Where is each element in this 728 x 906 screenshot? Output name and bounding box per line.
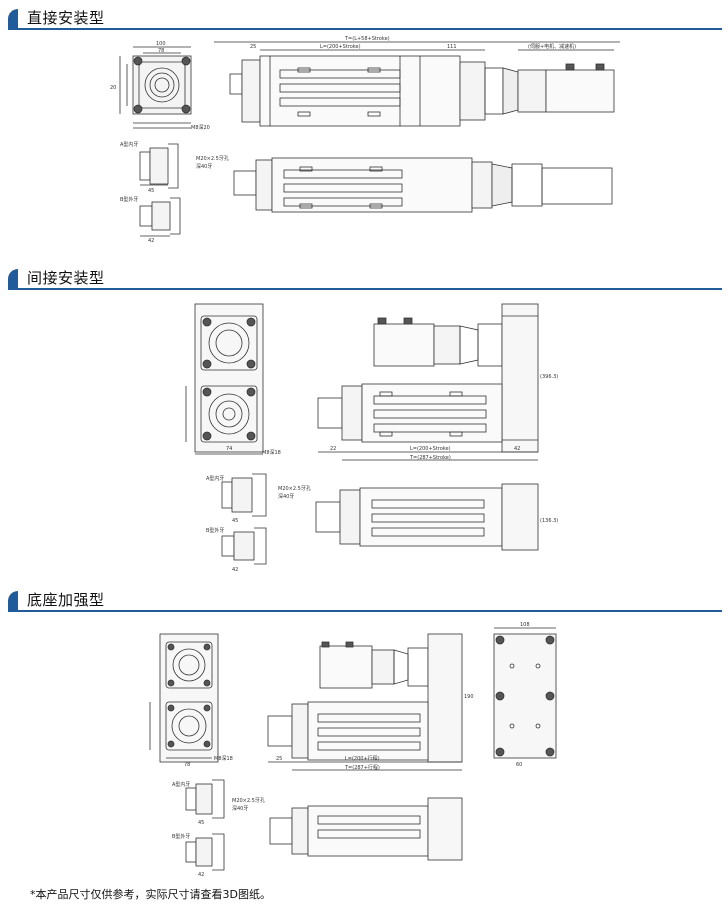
dim-label: T=(L+58+Stroke): [344, 36, 390, 42]
depth-note: 深40牙: [196, 163, 212, 170]
dim-label: 45: [148, 188, 154, 194]
motor-note: (伺服+电机、减速机): [528, 43, 576, 50]
section-title-base: 底座加强型: [27, 591, 105, 609]
type-a-label: A型内牙: [206, 475, 224, 482]
section-title-indirect: 间接安装型: [27, 269, 105, 287]
dim-label: T=(287+Stroke): [409, 455, 451, 461]
depth-note: 深40牙: [278, 493, 294, 500]
drawing-direct-mount: 100 78 M8深20 20 L=(200+Stroke) T=(L+58+S…: [110, 36, 620, 244]
dim-label: 100: [156, 41, 166, 47]
dim-label: 190: [464, 694, 474, 700]
dim-label: M8深20: [191, 124, 210, 131]
section-header-direct: 直接安装型: [0, 6, 722, 30]
type-b-label: B型外牙: [206, 527, 224, 534]
dim-label: 42: [514, 446, 520, 452]
dim-label: T=(287+行程): [344, 764, 380, 771]
type-b-label: B型外牙: [120, 196, 138, 203]
section-rule: [8, 610, 722, 612]
section-header-indirect: 间接安装型: [0, 266, 722, 290]
dim-label: L=(200+Stroke): [320, 44, 361, 50]
dim-label: L=(200+行程): [345, 755, 380, 762]
dim-label: 20: [110, 85, 116, 91]
dim-label: L=(200+Stroke): [410, 446, 451, 452]
type-a-label: A型内牙: [172, 781, 190, 788]
section-accent-bar: [8, 269, 18, 288]
dim-label: 42: [148, 238, 154, 244]
dim-label: 25: [250, 44, 256, 50]
dim-label: 108: [520, 622, 530, 628]
section-rule: [8, 28, 722, 30]
dim-label: (396.3): [540, 374, 558, 380]
dim-label: 22: [330, 446, 336, 452]
dim-label: 42: [232, 567, 238, 573]
type-b-label: B型外牙: [172, 833, 190, 840]
section-header-base: 底座加强型: [0, 588, 722, 612]
dim-label: (136.3): [540, 518, 558, 524]
thread-note: M20×2.5牙孔: [278, 485, 311, 492]
dim-label: 74: [226, 446, 232, 452]
thread-note: M20×2.5牙孔: [232, 797, 265, 804]
dim-label: 25: [276, 756, 282, 762]
drawing-base-reinforced: L=(200+行程) T=(287+行程) 108 60 190 M8深18 M…: [149, 622, 557, 878]
section-title-direct: 直接安装型: [27, 9, 105, 27]
section-rule: [8, 288, 722, 290]
section-accent-bar: [8, 591, 18, 610]
section-accent-bar: [8, 9, 18, 28]
dim-label: 111: [447, 44, 457, 50]
dim-label: M8深18: [262, 449, 281, 456]
dim-label: 45: [198, 820, 204, 826]
thread-note: M20×2.5牙孔: [196, 155, 229, 162]
dim-label: 60: [516, 762, 522, 768]
type-a-label: A型内牙: [120, 141, 138, 148]
dim-label: 45: [232, 518, 238, 524]
dim-label: 78: [184, 762, 190, 768]
dim-label: 42: [198, 872, 204, 878]
depth-note: 深40牙: [232, 805, 248, 812]
footnote-disclaimer: *本产品尺寸仅供参考，实际尺寸请查看3D图纸。: [30, 888, 271, 901]
dim-label: M8深18: [214, 755, 233, 762]
dim-label: 78: [158, 48, 164, 54]
drawing-indirect-mount: 74 M8深18 L=(200+Stroke) T=(287+Stroke) 4…: [185, 303, 558, 573]
